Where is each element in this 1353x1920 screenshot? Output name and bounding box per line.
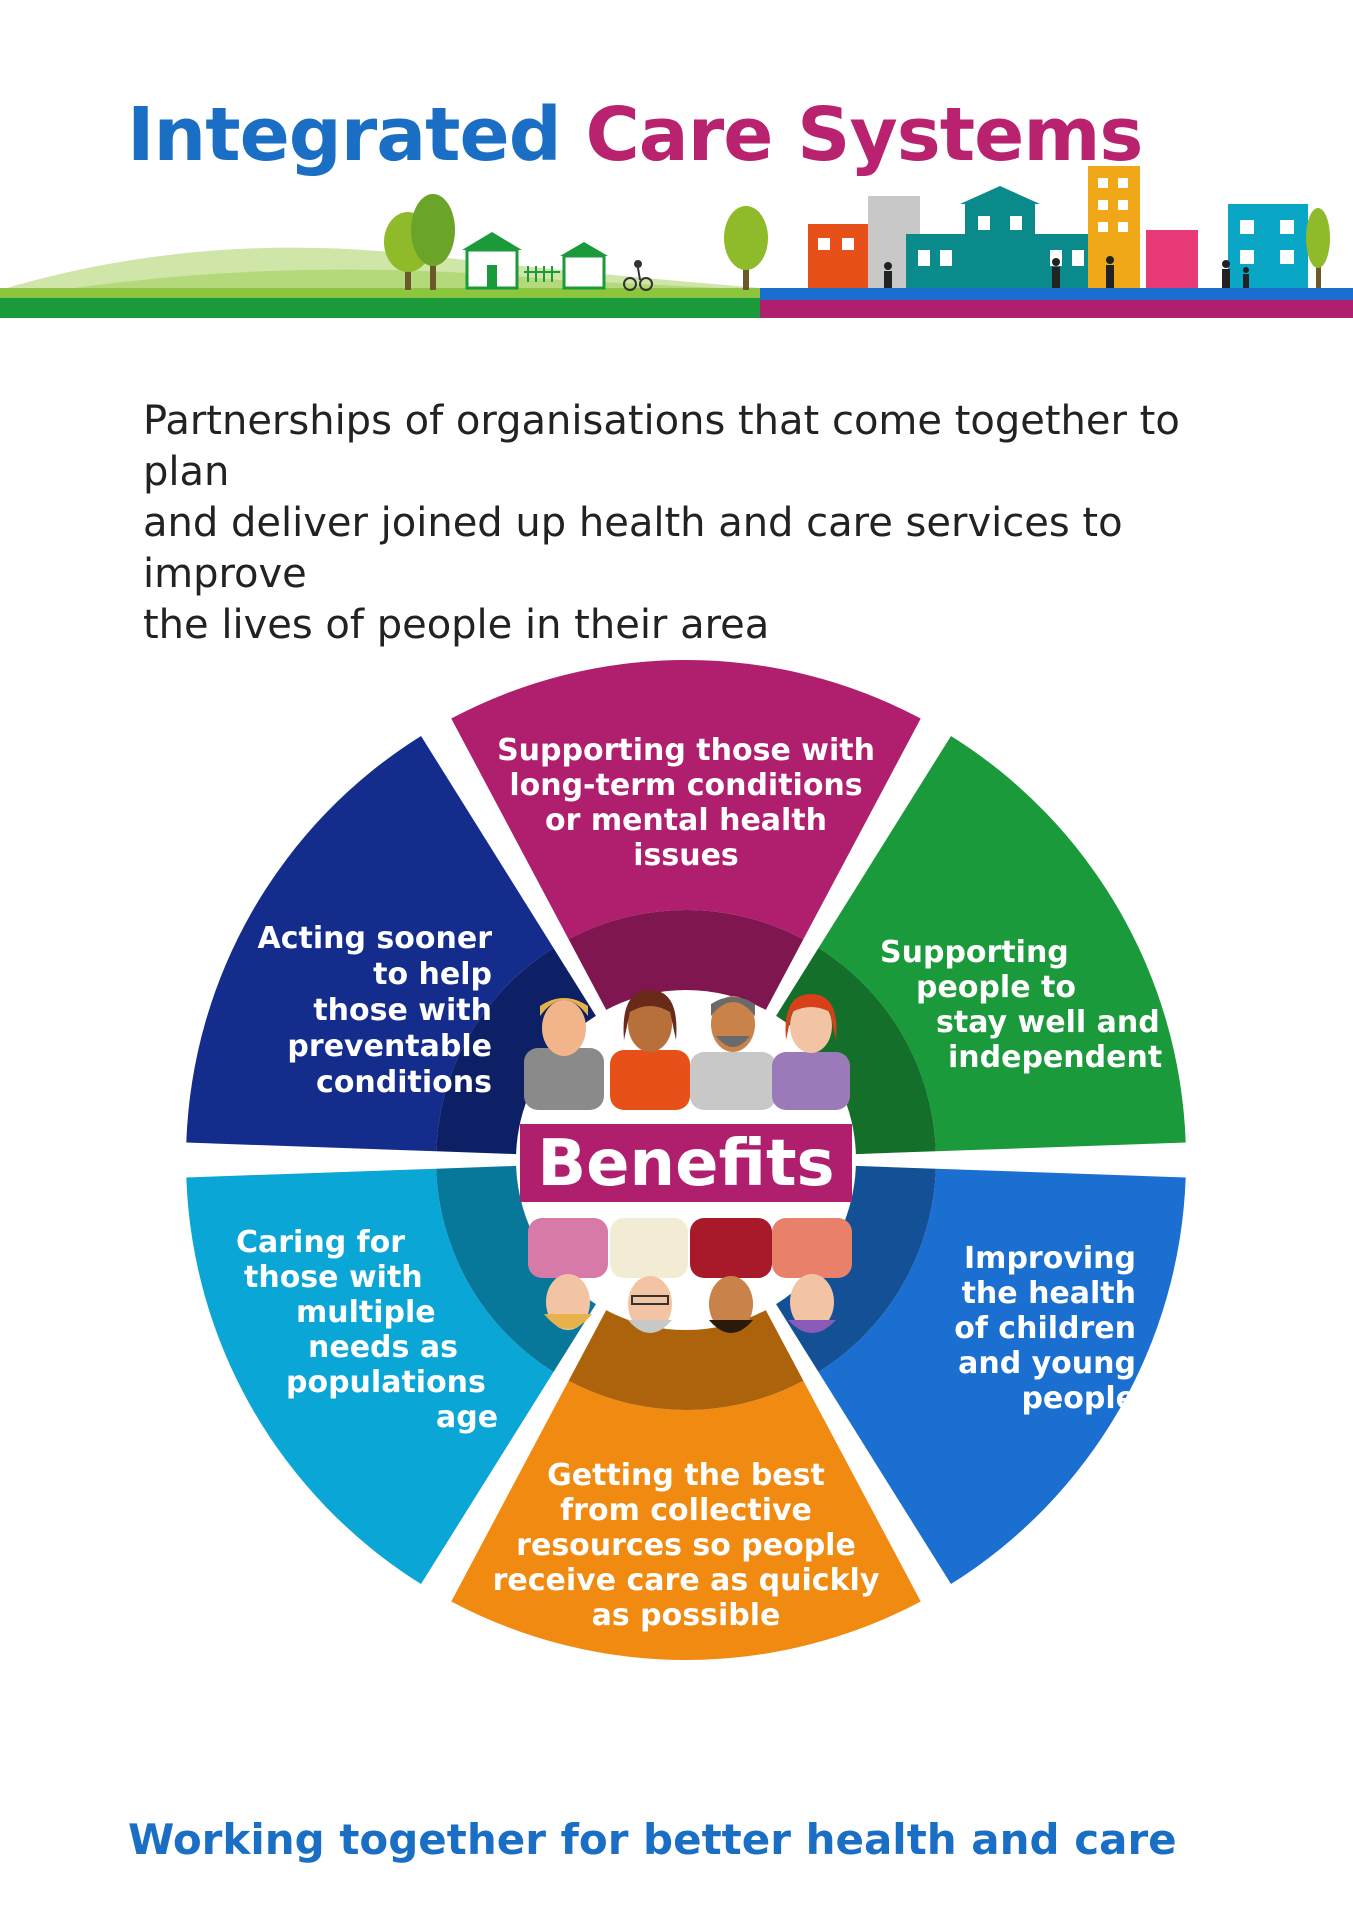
segment-label-line: long-term conditions — [509, 768, 862, 803]
segment-label-line: receive care as quickly — [493, 1563, 880, 1598]
building-orange-icon — [808, 224, 874, 288]
fence-icon — [524, 266, 560, 282]
segment-label-line: needs as — [308, 1330, 458, 1365]
page-title: Integrated Care Systems — [127, 92, 1143, 178]
building-cyan-icon — [1228, 204, 1308, 288]
ground-band-light — [0, 288, 760, 298]
segment-label-line: Supporting — [880, 935, 1069, 970]
pedestrians-icon — [884, 256, 1249, 288]
wheel-inner-band-top — [568, 910, 804, 1010]
person-icon — [528, 1218, 608, 1330]
wheel-inner-ring — [436, 910, 936, 1411]
title-word-care-systems: Care Systems — [585, 92, 1143, 178]
segment-label-line: as possible — [592, 1598, 781, 1633]
wheel-segment-lower-left — [186, 1168, 554, 1585]
segment-label-line: those with — [313, 993, 492, 1028]
benefits-label: Benefits — [537, 1127, 834, 1201]
people-group-icon — [524, 990, 852, 1333]
wheel-segment-upper-right — [818, 735, 1186, 1152]
tree-middle-icon — [724, 206, 768, 290]
segment-label-line: the health — [962, 1276, 1136, 1311]
segment-label-line: independent — [948, 1040, 1162, 1075]
intro-line: Partnerships of organisations that come … — [143, 398, 1180, 495]
footer-tagline: Working together for better health and c… — [128, 1815, 1177, 1864]
segment-label-line: resources so people — [516, 1528, 856, 1563]
intro-paragraph: Partnerships of organisations that come … — [143, 396, 1263, 651]
person-icon — [524, 998, 604, 1110]
wheel-segments — [186, 660, 1186, 1660]
cyclist-icon — [623, 260, 653, 291]
wheel-segment-upper-left — [186, 735, 554, 1152]
segment-label-line: people to — [916, 970, 1076, 1005]
segment-label-line: populations — [286, 1365, 486, 1400]
segment-label-line: Acting sooner — [258, 921, 493, 956]
cottage-icon — [462, 232, 522, 290]
segment-label-line: of children — [954, 1311, 1136, 1346]
person-icon — [610, 1218, 688, 1333]
segment-label-line: those with — [244, 1260, 423, 1295]
tree-cluster-left-icon — [384, 194, 455, 290]
wheel-segment-lower-right — [818, 1168, 1186, 1585]
person-icon — [690, 1218, 772, 1333]
segment-label-line: Getting the best — [547, 1458, 825, 1493]
building-teal-roof-icon — [960, 186, 1040, 204]
intro-line: the lives of people in their area — [143, 602, 770, 648]
person-icon — [610, 990, 690, 1110]
segment-label-line: and young — [958, 1346, 1136, 1381]
wheel-inner-band-bottom — [568, 1310, 804, 1411]
ground-band-magenta — [760, 300, 1353, 318]
segment-label-line: preventable — [287, 1029, 492, 1064]
intro-line: and deliver joined up health and care se… — [143, 500, 1123, 597]
wheel-segment-top — [451, 660, 921, 940]
town-skyline-illustration — [0, 166, 1353, 318]
segment-label-line: multiple — [296, 1295, 436, 1330]
small-house-icon — [560, 242, 608, 290]
building-teal-tower-icon — [965, 204, 1035, 288]
benefits-banner — [520, 1124, 852, 1202]
segment-label-line: Caring for — [236, 1225, 405, 1260]
ground-band-blue — [760, 288, 1353, 300]
person-icon — [772, 1218, 852, 1333]
wheel-segment-bottom — [451, 1380, 921, 1660]
building-windows — [818, 178, 1294, 266]
tree-right-icon — [1306, 208, 1330, 288]
segment-label-line: conditions — [316, 1065, 492, 1100]
segment-label-line: issues — [633, 838, 739, 873]
building-pink-icon — [1146, 230, 1198, 288]
segment-label-line: Improving — [964, 1241, 1136, 1276]
segment-label-line: Supporting those with — [497, 733, 875, 768]
segment-label-line: to help — [373, 957, 492, 992]
person-icon — [690, 996, 776, 1110]
ground-band-green — [0, 298, 760, 318]
segment-label-line: or mental health — [545, 803, 827, 838]
segment-label-line: people — [1021, 1381, 1136, 1416]
segment-label-line: from collective — [560, 1493, 812, 1528]
segment-label-line: stay well and — [936, 1005, 1160, 1040]
segment-label-line: age — [436, 1400, 498, 1435]
title-word-integrated: Integrated — [127, 92, 562, 178]
person-icon — [772, 994, 850, 1110]
